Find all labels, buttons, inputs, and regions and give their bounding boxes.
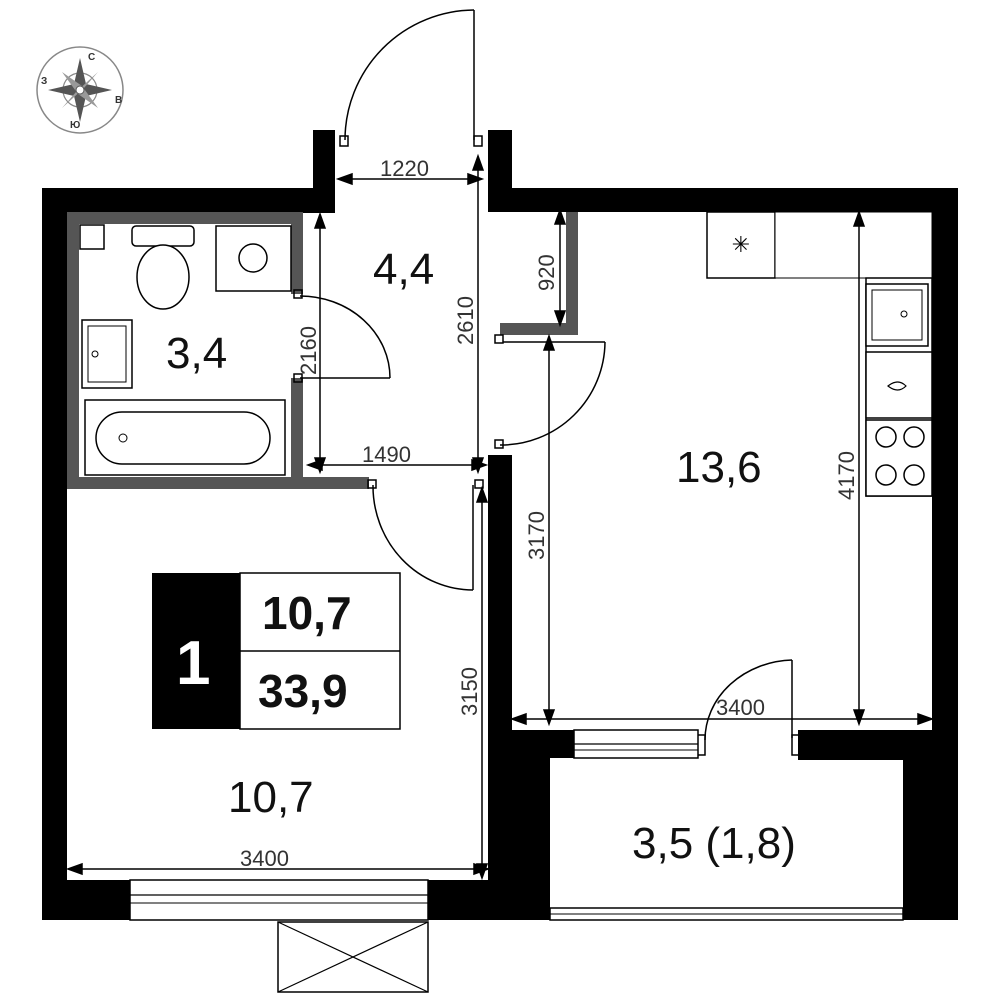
sink-icon (81, 319, 133, 389)
outer-walls (42, 130, 958, 920)
stove-icon (865, 419, 933, 497)
dim-bath-width: 1490 (362, 442, 411, 467)
dim-kitchen-width: 3400 (716, 695, 765, 720)
dishwasher-icon (865, 351, 933, 419)
compass-rose-icon (36, 46, 124, 134)
inner-walls (67, 212, 578, 489)
svg-text:✳: ✳ (732, 233, 750, 258)
room-area-bathroom: 3,4 (166, 329, 227, 378)
bathtub-icon (84, 399, 286, 476)
area-badge (152, 572, 401, 730)
room-area-kitchen: 13,6 (676, 443, 762, 492)
entry-door (339, 9, 483, 147)
kitchen-sink-icon (865, 283, 929, 347)
kitchen-door (494, 334, 606, 449)
washing-machine-icon (215, 225, 292, 292)
dim-kitchen-niche: 920 (534, 254, 559, 291)
compass-south-label: Ю (70, 120, 80, 131)
compass-west-label: З (41, 76, 47, 87)
dim-entry-width: 1220 (380, 156, 429, 181)
window-icon (129, 729, 904, 993)
dim-bath-height: 2160 (296, 326, 321, 375)
fridge-icon: ✳ (706, 211, 776, 279)
dim-living-height: 3150 (457, 667, 482, 716)
room-area-hall: 4,4 (373, 245, 434, 294)
balcony-door (696, 659, 801, 756)
room-area-balcony: 3,5 (1,8) (632, 819, 796, 868)
badge-total-area: 33,9 (258, 665, 348, 717)
bathroom-door (293, 289, 391, 383)
living-door (367, 479, 484, 591)
room-area-living: 10,7 (228, 773, 314, 822)
dim-kitchen-depth: 3170 (524, 511, 549, 560)
badge-living-area: 10,7 (262, 587, 352, 639)
compass-north-label: С (88, 52, 95, 63)
dimension-lines (65, 153, 935, 881)
compass-east-label: В (115, 95, 122, 106)
badge-rooms-count: 1 (176, 629, 210, 698)
dim-kitchen-height: 4170 (834, 451, 859, 500)
toilet-icon (131, 225, 195, 310)
shaft-icon (79, 224, 105, 250)
dim-hall-height: 2610 (453, 296, 478, 345)
dim-living-width: 3400 (240, 846, 289, 871)
